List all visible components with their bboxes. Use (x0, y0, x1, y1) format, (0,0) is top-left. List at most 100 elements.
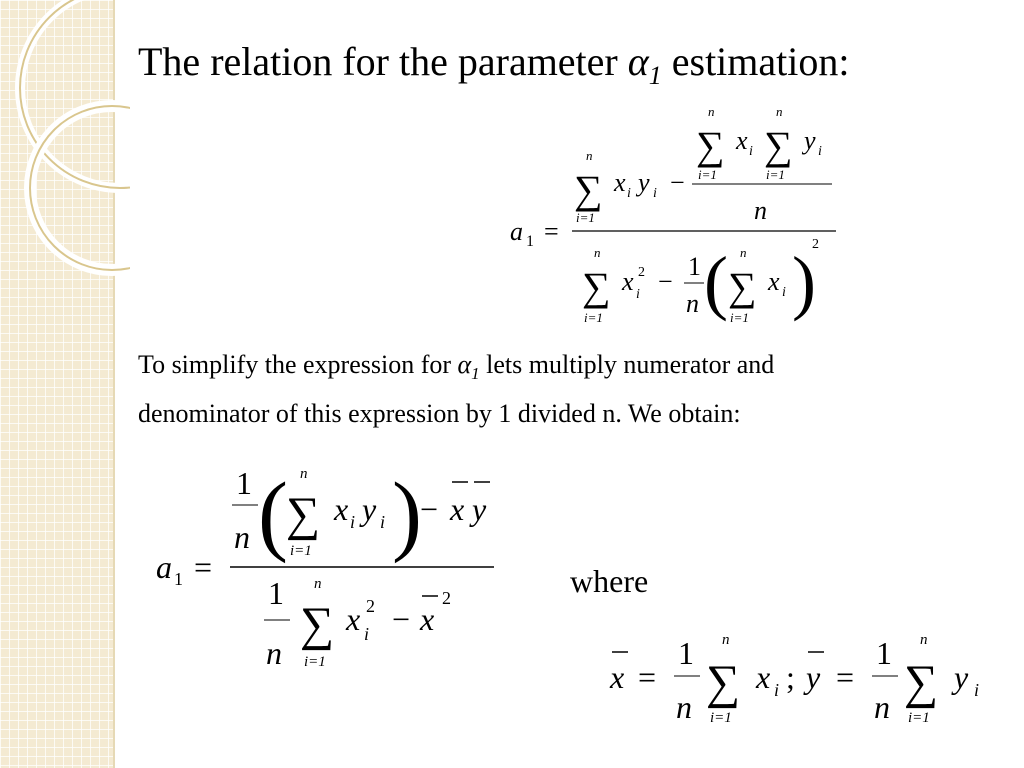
left-paren: ( (258, 465, 288, 564)
sub-i: i (653, 186, 657, 201)
var-x-mean: x (449, 491, 464, 527)
sum-lower-i1: i=1 (698, 167, 717, 182)
sum-upper-n: n (722, 632, 730, 648)
denominator-n: n (754, 196, 767, 225)
sum-lower-i1: i=1 (576, 210, 595, 225)
minus-sign: − (392, 601, 410, 637)
minus-sign: − (420, 491, 438, 527)
paragraph-text: lets multiply numerator and (479, 350, 775, 379)
sum-symbol: ∑ (728, 264, 757, 309)
superscript-2: 2 (442, 588, 451, 608)
subscript-1: 1 (526, 233, 534, 250)
paragraph-alpha-subscript: 1 (471, 364, 480, 384)
sum-lower-i1: i=1 (304, 654, 326, 670)
denominator-n: n (266, 635, 282, 671)
sum-symbol: ∑ (286, 488, 320, 541)
sidebar-edge (113, 0, 115, 768)
sum-symbol: ∑ (574, 167, 603, 212)
title-alpha-symbol: α (627, 39, 649, 84)
slide-title: The relation for the parameter α1 estima… (138, 38, 850, 91)
sum-upper-n: n (594, 245, 601, 260)
sum-lower-i1: i=1 (766, 167, 785, 182)
sub-i: i (364, 624, 369, 644)
var-y: y (801, 126, 816, 155)
explanation-paragraph: To simplify the expression for α1 lets m… (138, 345, 1008, 434)
sum-symbol: ∑ (904, 656, 938, 709)
title-text-before: The relation for the parameter (138, 39, 628, 84)
sub-i: i (818, 144, 822, 159)
left-paren: ( (704, 242, 728, 322)
minus-sign: − (658, 267, 673, 296)
paragraph-line-1: To simplify the expression for α1 lets m… (138, 345, 1008, 394)
paragraph-text: To simplify the expression for (138, 350, 458, 379)
sum-symbol: ∑ (300, 598, 334, 651)
sum-upper-n: n (586, 148, 593, 163)
denominator-n: n (686, 289, 699, 318)
var-x: x (735, 126, 748, 155)
sum-lower-i1: i=1 (710, 710, 732, 726)
sum-upper-n: n (920, 632, 928, 648)
var-y: y (359, 491, 377, 527)
numerator-1: 1 (678, 635, 694, 671)
decorative-rings (15, 0, 130, 276)
sum-upper-n: n (708, 104, 715, 119)
sum-lower-i1: i=1 (584, 310, 603, 325)
numerator-1: 1 (236, 465, 252, 501)
denominator-n: n (234, 519, 250, 555)
sub-i: i (380, 512, 385, 532)
superscript-2: 2 (638, 265, 645, 280)
var-x: x (333, 491, 348, 527)
equals-sign: = (194, 549, 212, 585)
denominator-n: n (874, 689, 890, 725)
subscript-1: 1 (174, 569, 183, 589)
var-x: x (345, 601, 360, 637)
var-x-mean: x (609, 659, 624, 695)
sub-i: i (636, 287, 640, 302)
sum-upper-n: n (776, 104, 783, 119)
paragraph-alpha-symbol: α (457, 350, 472, 379)
paragraph-line-2: denominator of this expression by 1 divi… (138, 399, 741, 429)
equals-sign: = (638, 659, 656, 695)
var-x: x (621, 267, 634, 296)
sub-i: i (774, 680, 779, 700)
right-paren: ) (392, 465, 422, 564)
equals-sign: = (544, 217, 559, 246)
title-text-after: estimation: (661, 39, 850, 84)
symbol-a: a (510, 217, 523, 246)
sum-symbol: ∑ (706, 656, 740, 709)
sub-i: i (350, 512, 355, 532)
superscript-2: 2 (812, 237, 819, 252)
numerator-1: 1 (688, 252, 701, 281)
var-y-mean: y (469, 491, 487, 527)
var-y: y (951, 659, 969, 695)
sub-i: i (782, 285, 786, 300)
sum-upper-n: n (314, 576, 322, 592)
var-x-mean: x (419, 601, 434, 637)
numerator-1: 1 (876, 635, 892, 671)
superscript-2: 2 (366, 596, 375, 616)
sub-i: i (749, 144, 753, 159)
sum-symbol: ∑ (582, 264, 611, 309)
where-label: where (570, 563, 649, 599)
sum-symbol: ∑ (696, 123, 725, 168)
denominator-n: n (676, 689, 692, 725)
right-paren: ) (792, 242, 816, 322)
var-x: x (755, 659, 770, 695)
symbol-a: a (156, 549, 172, 585)
var-y: y (635, 168, 650, 197)
sum-symbol: ∑ (764, 123, 793, 168)
sum-lower-i1: i=1 (290, 543, 312, 559)
title-alpha-subscript: 1 (648, 61, 662, 90)
minus-sign: − (670, 168, 685, 197)
sum-upper-n: n (740, 245, 747, 260)
var-x: x (613, 168, 626, 197)
numerator-1: 1 (268, 575, 284, 611)
var-x: x (767, 267, 780, 296)
sub-i: i (974, 680, 979, 700)
var-y-mean: y (803, 659, 821, 695)
sum-lower-i1: i=1 (730, 310, 749, 325)
sub-i: i (627, 186, 631, 201)
sum-upper-n: n (300, 466, 308, 482)
